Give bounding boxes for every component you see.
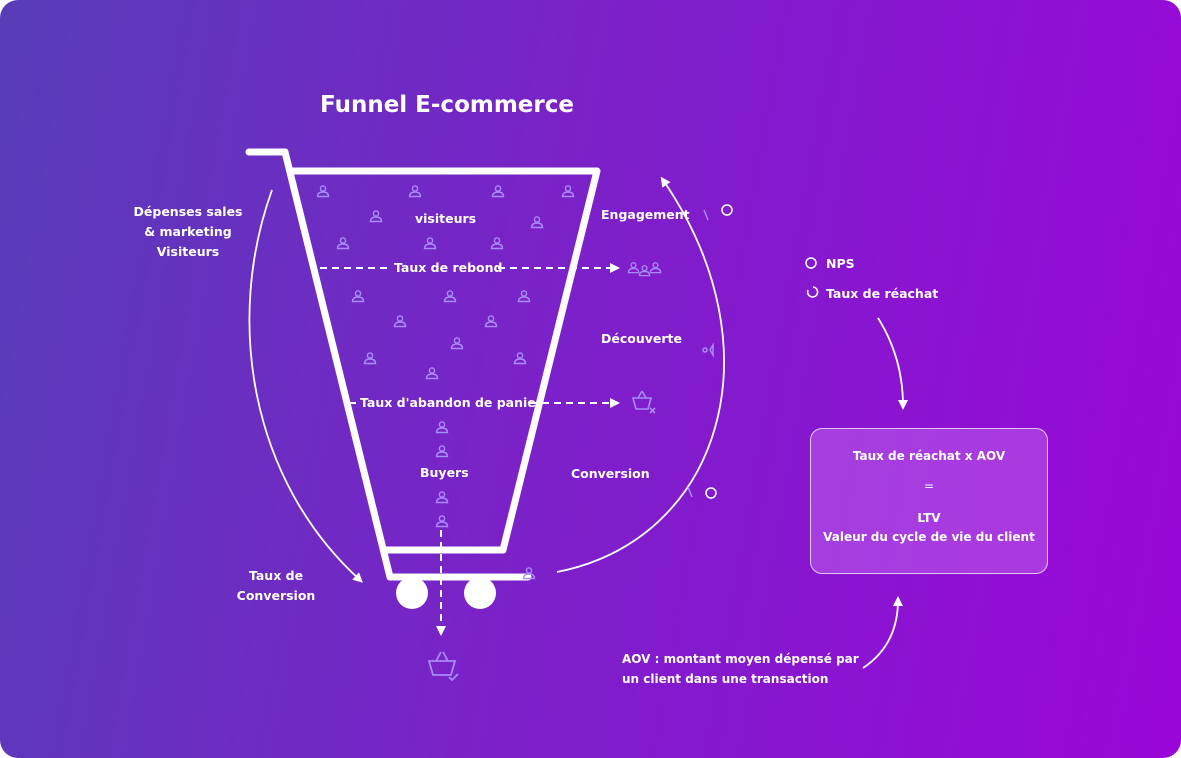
stage-discovery: Découverte bbox=[601, 331, 682, 346]
repurchase-rate-label: Taux de réachat bbox=[826, 286, 939, 301]
chat-heart-icon bbox=[705, 204, 817, 499]
repurchase-icon bbox=[806, 286, 819, 298]
cart-funnel-shape bbox=[245, 148, 601, 581]
ltv-description: Valeur du cycle de vie du client bbox=[823, 530, 1035, 544]
page-title: Funnel E-commerce bbox=[320, 92, 574, 118]
group-icon bbox=[627, 262, 662, 277]
cart-handle-frame bbox=[245, 148, 532, 581]
visitors-label: visiteurs bbox=[415, 211, 477, 226]
stage-engagement: Engagement bbox=[601, 207, 690, 222]
ltv-title: LTV bbox=[917, 511, 941, 525]
stage-conversion: Conversion bbox=[571, 466, 650, 481]
funnel-outline bbox=[286, 167, 601, 554]
person-icons bbox=[316, 185, 575, 580]
megaphone-icon bbox=[687, 209, 714, 498]
basket-x-icon bbox=[631, 390, 656, 414]
cycle-arrow bbox=[556, 176, 725, 573]
ltv-box: Taux de réachat x AOV = LTV Valeur du cy… bbox=[810, 428, 1048, 574]
bounce-rate-label: Taux de rebond bbox=[394, 260, 503, 275]
cart-abandon-label: Taux d'abandon de panier bbox=[360, 395, 542, 410]
spend-arrow bbox=[248, 189, 363, 583]
cart-wheel bbox=[396, 577, 428, 609]
buyers-label: Buyers bbox=[420, 465, 469, 480]
ltv-equals: = bbox=[923, 479, 935, 493]
aov-arrow bbox=[862, 596, 903, 669]
nps-arrow bbox=[877, 317, 908, 410]
ltv-formula: Taux de réachat x AOV bbox=[852, 449, 1006, 463]
cart-wheel bbox=[464, 577, 496, 609]
basket-check-icon bbox=[427, 651, 459, 682]
nps-label: NPS bbox=[826, 256, 855, 271]
